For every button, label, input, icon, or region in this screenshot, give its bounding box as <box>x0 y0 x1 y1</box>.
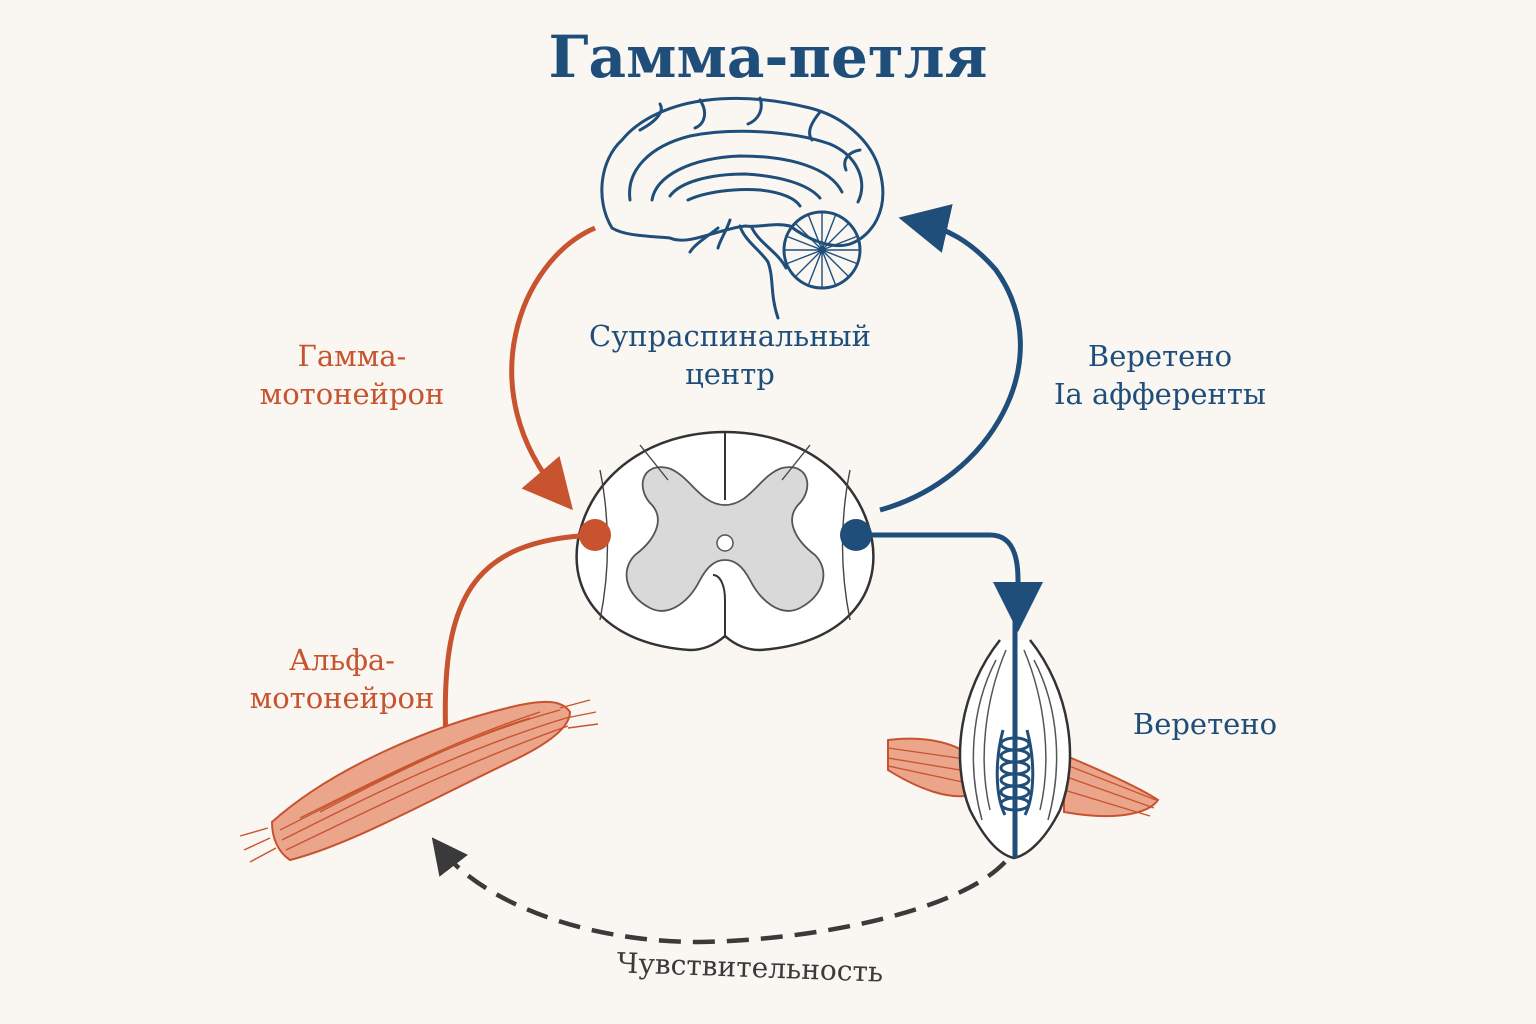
afferent-label-line1: Веретено <box>1087 339 1233 373</box>
supraspinal-center-label: Супраспинальный центр <box>570 318 890 393</box>
ia-afferent-arrow <box>879 204 1023 513</box>
afferent-label-line2: Ia афференты <box>1054 376 1266 411</box>
spinal-cord-icon <box>575 430 875 652</box>
muscle-icon <box>239 699 599 863</box>
spindle-label: Веретено <box>1132 707 1278 741</box>
gamma-motoneuron-label: Гамма- мотонейрон <box>222 338 482 413</box>
spindle-efferent-path <box>856 532 1043 632</box>
alpha-motoneuron-path <box>442 532 596 743</box>
brain-icon <box>600 96 885 320</box>
gamma-node <box>579 519 611 551</box>
ia-afferent-label: Веретено Ia афференты <box>1025 338 1295 413</box>
alpha-motoneuron-label: Альфа- мотонейрон <box>212 642 472 717</box>
muscle-spindle-icon <box>887 618 1160 860</box>
ia-node <box>840 519 872 551</box>
alpha-label-line2: мотонейрон <box>249 680 435 715</box>
supraspinal-label-line1: Супраспинальный <box>589 319 871 353</box>
sensitivity-arrow <box>431 837 1007 945</box>
supraspinal-label-line2: центр <box>685 356 775 391</box>
diagram-title: Гамма-петля <box>548 23 988 91</box>
gamma-label-line1: Гамма- <box>297 339 407 373</box>
gamma-motoneuron-arrow <box>509 225 596 511</box>
gamma-label-line2: мотонейрон <box>259 376 445 411</box>
alpha-label-line1: Альфа- <box>289 643 395 677</box>
